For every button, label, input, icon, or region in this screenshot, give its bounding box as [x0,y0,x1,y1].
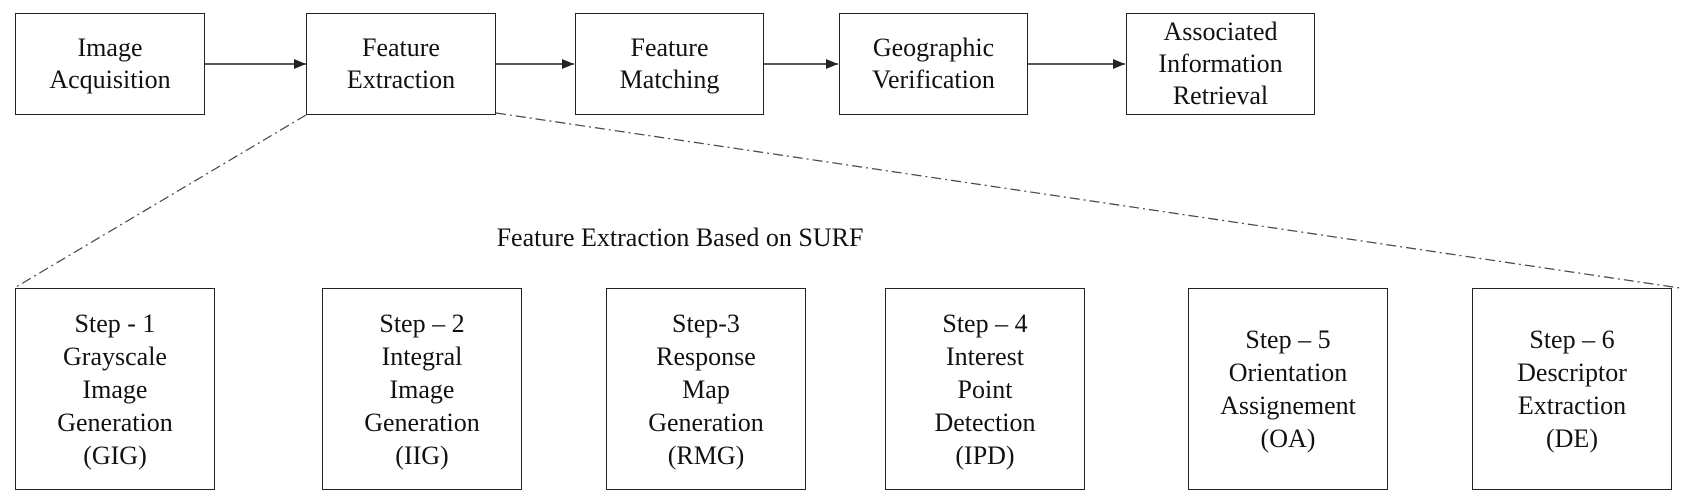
stage-label: Feature Matching [619,33,720,94]
stage-box-geographic-verification: Geographic Verification [839,13,1028,115]
step-label: Step – 6 Descriptor Extraction (DE) [1517,325,1627,453]
step-box-orientation-assignment: Step – 5 Orientation Assignement (OA) [1188,288,1388,490]
step-box-interest-point-detection: Step – 4 Interest Point Detection (IPD) [885,288,1085,490]
step-label: Step – 5 Orientation Assignement (OA) [1220,325,1356,453]
step-box-integral-image-generation: Step – 2 Integral Image Generation (IIG) [322,288,522,490]
stage-box-associated-information-retrieval: Associated Information Retrieval [1126,13,1315,115]
stage-label: Feature Extraction [346,33,456,94]
stage-label: Associated Information Retrieval [1158,17,1283,110]
detail-title: Feature Extraction Based on SURF [496,223,864,252]
stage-label: Geographic Verification [872,33,995,94]
step-box-response-map-generation: Step-3 Response Map Generation (RMG) [606,288,806,490]
stage-box-image-acquisition: Image Acquisition [15,13,205,115]
zoom-line-left [15,114,307,288]
step-box-descriptor-extraction: Step – 6 Descriptor Extraction (DE) [1472,288,1672,490]
step-label: Step – 4 Interest Point Detection (IPD) [934,308,1036,470]
step-label: Step - 1 Grayscale Image Generation (GIG… [57,308,173,470]
stage-label: Image Acquisition [49,33,171,94]
stage-box-feature-matching: Feature Matching [575,13,764,115]
stage-box-feature-extraction: Feature Extraction [306,13,496,115]
step-label: Step-3 Response Map Generation (RMG) [648,308,764,470]
zoom-line-right [495,112,1681,289]
step-label: Step – 2 Integral Image Generation (IIG) [364,308,480,470]
step-box-grayscale-image-generation: Step - 1 Grayscale Image Generation (GIG… [15,288,215,490]
